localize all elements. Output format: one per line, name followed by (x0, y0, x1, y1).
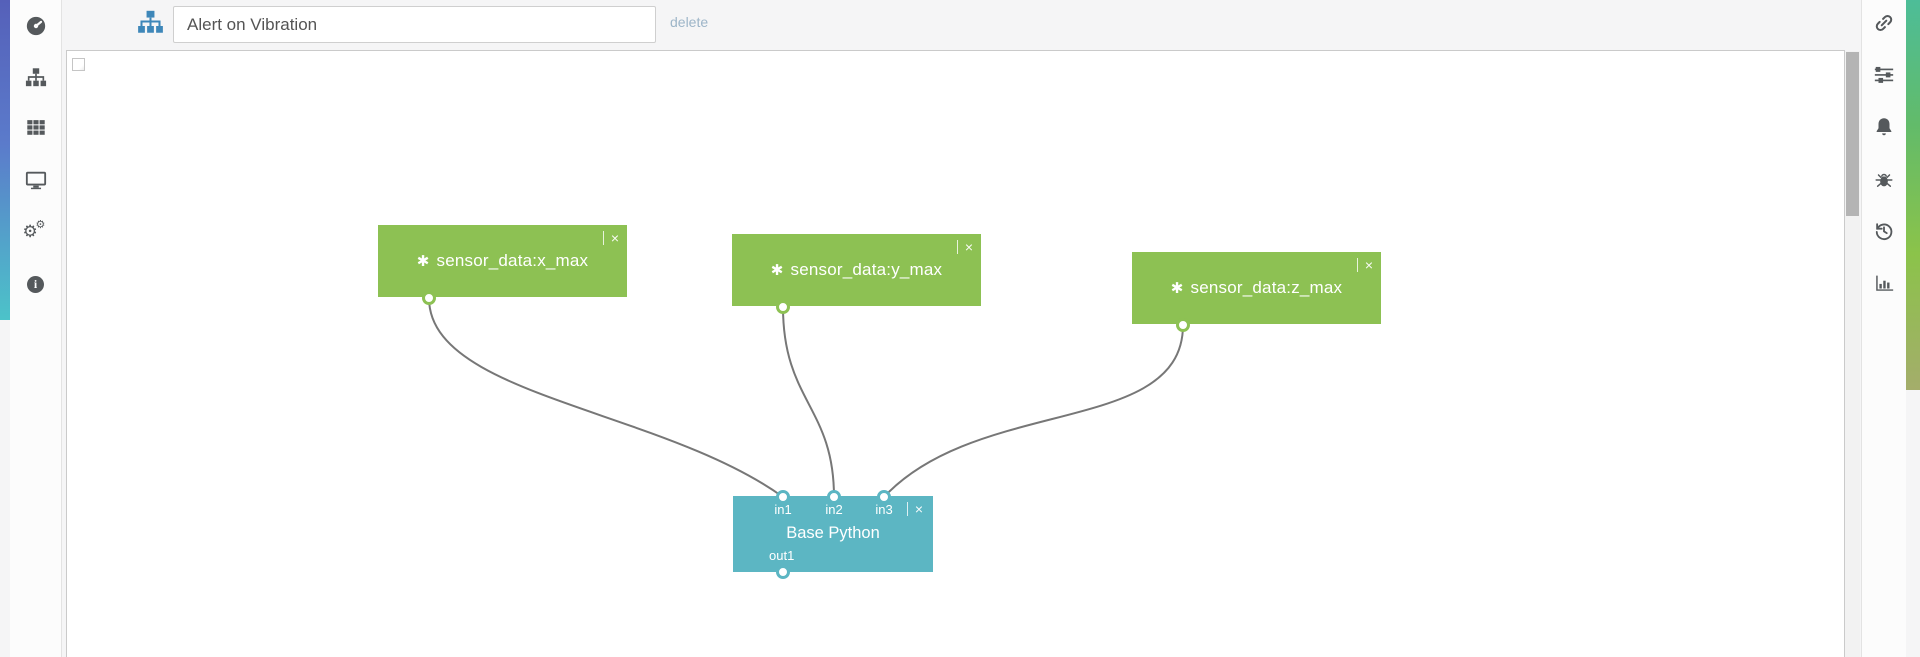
sidebar-item-settings[interactable]: ⚙⚙ (22, 220, 50, 246)
sidebar-item-analytics[interactable] (1870, 270, 1898, 296)
port-in3[interactable] (877, 490, 891, 504)
port-label-in1: in1 (774, 502, 792, 517)
table-icon (26, 120, 45, 135)
cogs-icon: ⚙⚙ (22, 219, 46, 241)
port-xmax-output[interactable] (422, 291, 436, 305)
node-title: ✱sensor_data:z_max (1170, 278, 1343, 297)
canvas-scrollbar-track[interactable] (1845, 51, 1860, 657)
node-base-python[interactable]: in1 in2 in3 × Base Python out1 (733, 496, 933, 572)
sidebar-item-debug[interactable] (1870, 167, 1898, 193)
flow-canvas[interactable]: ✱sensor_data:x_max × ✱sensor_data:y_max … (66, 50, 1845, 657)
sidebar-item-history[interactable] (1870, 218, 1898, 244)
select-all-checkbox[interactable] (72, 58, 85, 71)
node-title: ✱sensor_data:y_max (770, 260, 943, 279)
flow-sitemap-icon (138, 10, 163, 33)
close-node-button[interactable]: × (956, 240, 973, 254)
left-accent-gradient (0, 0, 10, 320)
port-label-out1: out1 (769, 548, 795, 563)
right-sidebar (1861, 0, 1906, 657)
left-sidebar: ⚙⚙ i (10, 0, 62, 657)
sidebar-item-connections[interactable] (1870, 10, 1898, 36)
sidebar-item-properties[interactable] (1870, 62, 1898, 88)
sitemap-icon (25, 68, 46, 87)
sliders-icon (1874, 66, 1894, 83)
bar-chart-icon (1876, 275, 1894, 291)
flow-toolbar: delete (63, 0, 1845, 50)
sidebar-item-info[interactable]: i (22, 271, 50, 297)
node-title: ✱sensor_data:x_max (416, 251, 589, 270)
node-sensor-z-max[interactable]: ✱sensor_data:z_max × (1132, 252, 1381, 324)
port-out1[interactable] (776, 565, 790, 579)
link-icon (1875, 14, 1893, 32)
bug-icon (1875, 173, 1893, 187)
flow-name-input[interactable] (173, 6, 656, 43)
bell-icon (1876, 118, 1892, 136)
port-in1[interactable] (776, 490, 790, 504)
sidebar-item-dashboard[interactable] (22, 13, 50, 39)
sidebar-item-data-table[interactable] (22, 114, 50, 140)
port-in2[interactable] (827, 490, 841, 504)
function-badge-icon: ✱ (770, 262, 784, 279)
sidebar-item-notifications[interactable] (1870, 114, 1898, 140)
wire-xmax-to-in1[interactable] (428, 297, 784, 498)
info-icon: i (27, 275, 44, 293)
port-label-in2: in2 (825, 502, 843, 517)
function-badge-icon: ✱ (1170, 280, 1184, 297)
function-badge-icon: ✱ (416, 253, 430, 270)
port-label-in3: in3 (875, 502, 893, 517)
sidebar-item-flows[interactable] (22, 64, 50, 90)
sidebar-item-devices[interactable] (22, 167, 50, 193)
node-sensor-y-max[interactable]: ✱sensor_data:y_max × (732, 234, 981, 306)
canvas-scrollbar-thumb[interactable] (1846, 52, 1859, 216)
port-zmax-output[interactable] (1176, 318, 1190, 332)
node-title: Base Python (786, 524, 880, 542)
wire-zmax-to-in3[interactable] (883, 324, 1184, 498)
port-ymax-output[interactable] (776, 300, 790, 314)
gauge-icon (26, 16, 45, 36)
delete-flow-link[interactable]: delete (670, 14, 709, 30)
close-node-button[interactable]: × (1356, 258, 1373, 272)
desktop-icon (25, 171, 46, 190)
close-node-button[interactable]: × (602, 231, 619, 245)
wire-ymax-to-in2[interactable] (782, 306, 835, 498)
node-sensor-x-max[interactable]: ✱sensor_data:x_max × (378, 225, 627, 297)
connection-wires (428, 297, 1184, 498)
close-node-button[interactable]: × (906, 502, 923, 516)
right-accent-gradient (1906, 0, 1920, 390)
history-icon (1875, 223, 1893, 241)
